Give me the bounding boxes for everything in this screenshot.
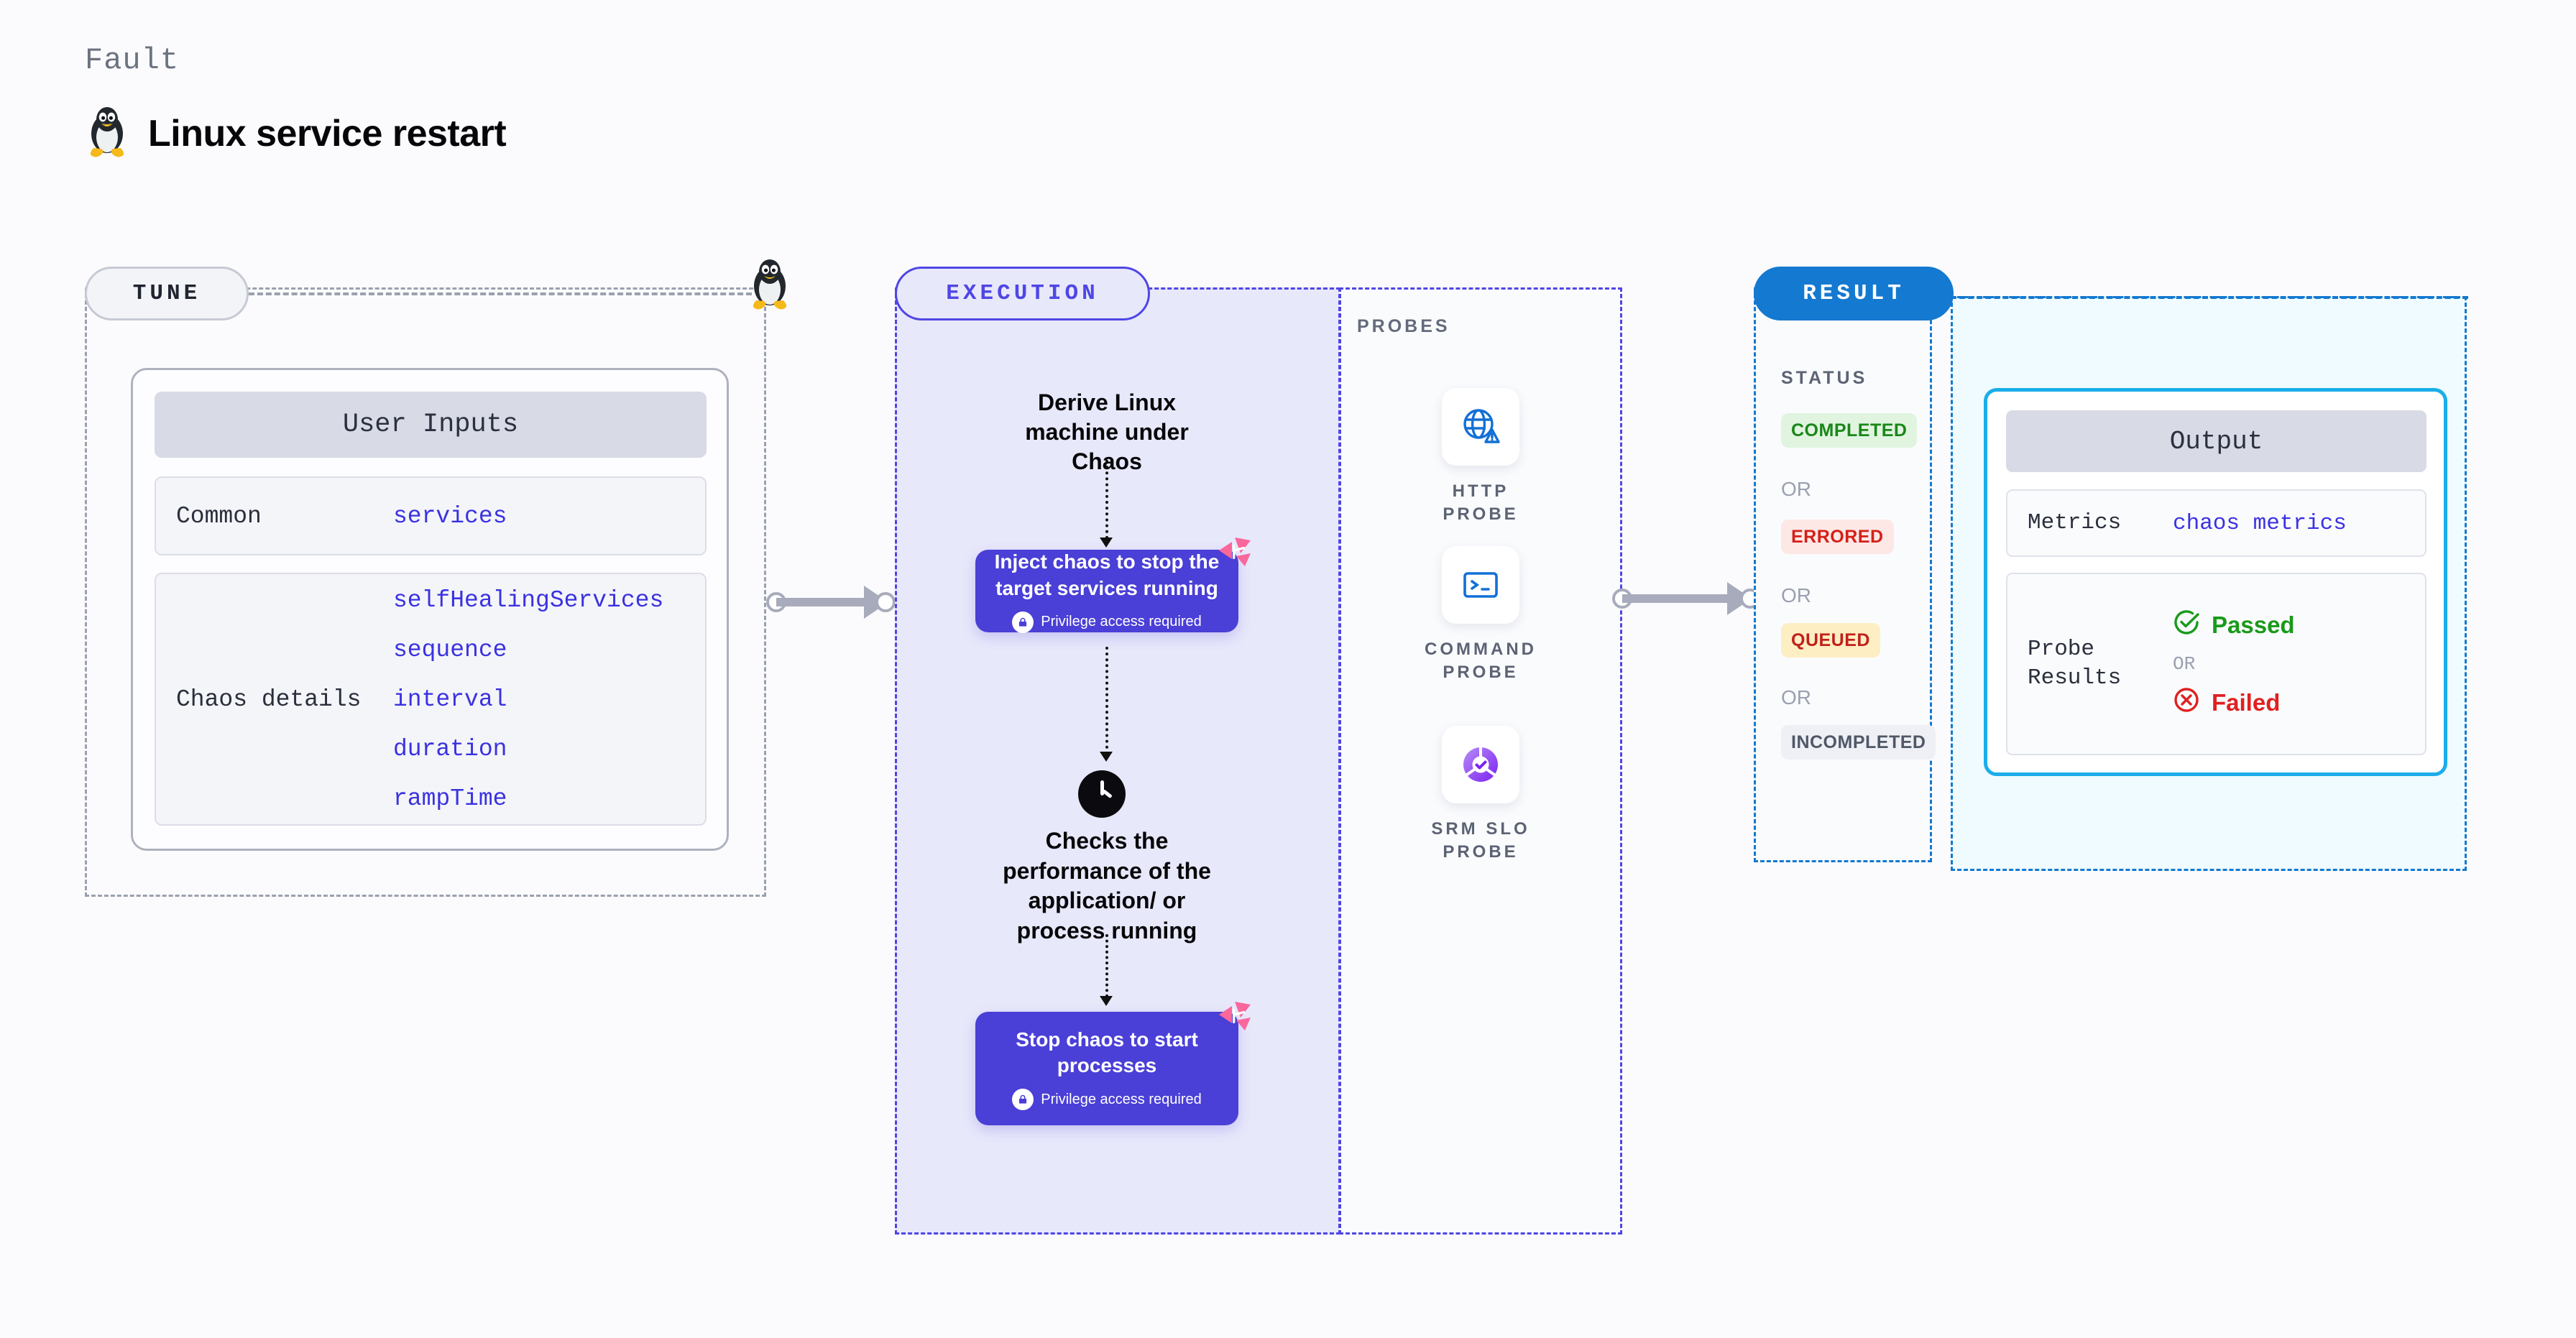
privilege-note: Privilege access required (1012, 1089, 1202, 1111)
tune-top-dashed-connector (249, 292, 752, 295)
status-badge-incompleted: INCOMPLETED (1781, 725, 1936, 760)
input-value[interactable]: interval (393, 686, 507, 713)
arrow-line (1622, 594, 1730, 603)
output-section-probe-results: Probe Results Passed OR (2006, 573, 2426, 755)
fault-title-row: Linux service restart (85, 105, 507, 162)
slo-donut-check-icon (1442, 726, 1519, 803)
page-title: Linux service restart (148, 112, 507, 154)
stage-badge-tune[interactable]: TUNE (85, 267, 249, 320)
input-value-list: services (393, 503, 507, 530)
chaos-step-stop[interactable]: Stop chaos to start processes Privilege … (975, 1012, 1238, 1125)
chaos-flag-icon (1213, 535, 1254, 571)
input-section-common: Common services (155, 476, 707, 555)
linux-penguin-icon (85, 105, 129, 162)
flow-arrow-probes-to-result (1612, 582, 1763, 615)
stage-badge-execution[interactable]: EXECUTION (895, 267, 1150, 320)
status-badge-errored: ERRORED (1781, 520, 1894, 554)
probe-result-label: Failed (2212, 689, 2281, 716)
result-top-dashed-connector (1951, 296, 2468, 299)
page-header: Fault Linux service restart (85, 43, 507, 162)
step-connector-arrow (1100, 996, 1113, 1006)
probe-label: COMMAND PROBE (1425, 640, 1537, 683)
arrow-line (776, 598, 867, 606)
status-or-separator: OR (1781, 584, 1811, 606)
globe-warning-icon (1442, 388, 1519, 466)
status-badge-queued: QUEUED (1781, 623, 1880, 658)
probe-label: HTTP PROBE (1443, 481, 1519, 525)
chaos-step-title: Inject chaos to stop the target services… (994, 550, 1220, 599)
privilege-note: Privilege access required (1012, 611, 1202, 633)
status-badge-completed: COMPLETED (1781, 413, 1918, 448)
probe-item-command[interactable]: COMMAND PROBE (1412, 546, 1549, 685)
input-value[interactable]: rampTime (393, 785, 507, 812)
input-value[interactable]: services (393, 502, 507, 530)
stage-badge-result[interactable]: RESULT (1754, 267, 1954, 320)
input-value[interactable]: selfHealingServices (393, 586, 664, 614)
linux-penguin-icon (748, 257, 792, 310)
privilege-text: Privilege access required (1041, 1091, 1202, 1107)
step-connector-line (1105, 460, 1108, 539)
fault-kicker: Fault (85, 43, 180, 78)
probe-result-label: Passed (2212, 612, 2295, 638)
check-circle-icon (2173, 609, 2200, 642)
x-circle-icon (2173, 686, 2200, 719)
input-value[interactable]: sequence (393, 636, 507, 663)
output-section-metrics: Metrics chaos metrics (2006, 489, 2426, 557)
arrow-end-dot (875, 592, 896, 612)
probe-item-srm-slo[interactable]: SRM SLO PROBE (1412, 726, 1549, 864)
output-metrics-value[interactable]: chaos metrics (2173, 510, 2347, 536)
terminal-icon (1442, 546, 1519, 624)
lock-icon (1012, 611, 1034, 633)
step-connector-arrow (1100, 537, 1113, 548)
probe-result-or-separator: OR (2173, 653, 2196, 675)
lock-icon (1012, 1089, 1034, 1111)
probe-result-failed: Failed (2173, 686, 2295, 719)
step-connector-line (1105, 934, 1108, 997)
chaos-step-title: Stop chaos to start processes (1016, 1028, 1198, 1076)
probe-result-passed: Passed (2173, 609, 2295, 642)
status-label: STATUS (1781, 368, 1868, 388)
probe-item-http[interactable]: HTTP PROBE (1412, 388, 1549, 527)
probe-label: SRM SLO PROBE (1431, 819, 1530, 862)
step-connector-line (1105, 647, 1108, 755)
input-section-key: Common (176, 502, 262, 530)
user-inputs-card: User Inputs Common services Chaos detail… (131, 368, 729, 851)
input-value-list: selfHealingServices sequence interval du… (393, 587, 663, 812)
execution-step-derive: Derive Linux machine under Chaos (1025, 389, 1189, 474)
tune-panel (85, 287, 766, 897)
result-panel (1754, 287, 1932, 862)
execution-step-check: Checks the performance of the applicatio… (1003, 828, 1211, 943)
probes-label: PROBES (1357, 316, 1450, 336)
privilege-text: Privilege access required (1041, 614, 1202, 630)
input-value[interactable]: duration (393, 735, 507, 762)
chaos-step-inject[interactable]: Inject chaos to stop the target services… (975, 550, 1238, 633)
user-inputs-title: User Inputs (155, 392, 707, 458)
chaos-flag-icon (1213, 999, 1254, 1035)
status-or-separator: OR (1781, 478, 1811, 500)
flow-arrow-tune-to-execution (766, 586, 896, 619)
clock-icon (1078, 770, 1126, 818)
output-card-title: Output (2006, 410, 2426, 472)
input-section-key: Chaos details (176, 686, 362, 713)
probe-result-options: Passed OR Failed (2173, 609, 2295, 719)
output-key: Metrics (2028, 509, 2122, 535)
step-connector-arrow (1100, 752, 1113, 762)
output-card: Output Metrics chaos metrics Probe Resul… (1984, 388, 2447, 776)
input-section-chaos-details: Chaos details selfHealingServices sequen… (155, 573, 707, 826)
status-or-separator: OR (1781, 686, 1811, 709)
output-key: Probe Results (2028, 636, 2122, 691)
